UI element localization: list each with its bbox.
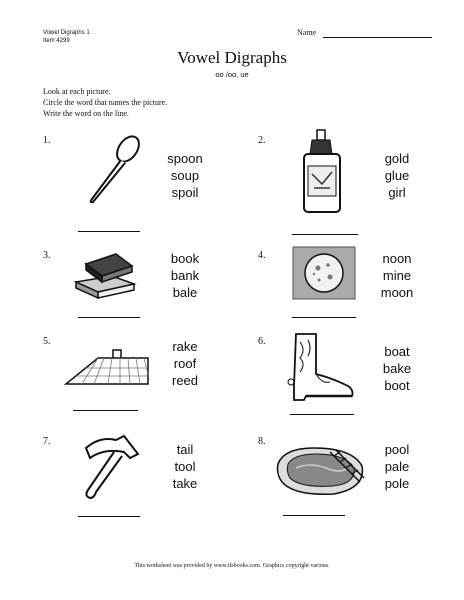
word-choice[interactable]: moon [380,285,414,300]
spoon-picture [89,135,140,204]
word-choice[interactable]: pole [384,476,410,491]
word-choice[interactable]: boot [384,378,410,393]
word-choices-5: rake roof reed [159,338,211,389]
word-choice[interactable]: tail [176,442,194,457]
instruction-line: Look at each picture. [43,87,111,96]
item-number-6: 6. [258,336,266,347]
word-choice[interactable]: pool [384,442,410,457]
word-choice[interactable]: gold [384,151,410,166]
word-choice[interactable]: pale [384,459,410,474]
instruction-line: Circle the word that names the picture. [43,98,168,107]
word-choice[interactable]: take [172,476,198,491]
boot-picture [287,333,354,401]
word-choice[interactable]: noon [382,251,412,266]
word-choice[interactable]: bale [172,285,198,300]
answer-line-1[interactable] [78,231,140,232]
item-number: Item 4299 [43,38,70,44]
moon-picture [292,246,356,300]
word-choice[interactable]: bake [382,361,412,376]
word-choices-2: gold glue girl [371,150,423,201]
worksheet-id: Vowel Digraphs 1 [43,30,90,36]
word-choice[interactable]: spoil [171,185,199,200]
word-choice[interactable]: reed [171,373,199,388]
word-choice[interactable]: roof [173,356,197,371]
word-choice[interactable]: bank [170,268,200,283]
word-choices-8: pool pale pole [371,441,423,492]
item-number-8: 8. [258,436,266,447]
word-choices-1: spoon soup spoil [159,150,211,201]
item-number-2: 2. [258,135,266,146]
word-choice[interactable]: tool [174,459,196,474]
hammer-tool-picture [84,434,140,500]
word-choices-3: book bank bale [159,250,211,301]
answer-line-5[interactable] [73,410,138,411]
pool-picture [276,447,365,495]
footer-credit: This worksheet was provided by www.tlsbo… [134,563,330,569]
instructions: Look at each picture. Circle the word th… [43,86,167,119]
word-choices-7: tail tool take [159,441,211,492]
item-number-7: 7. [43,436,51,447]
word-choice[interactable]: mine [382,268,412,283]
word-choices-4: noon mine moon [371,250,423,301]
word-choice[interactable]: soup [170,168,200,183]
glue-bottle-picture [303,129,341,213]
name-line[interactable] [323,37,432,38]
word-choice[interactable]: book [170,251,200,266]
books-picture [73,253,137,300]
word-choice[interactable]: girl [388,185,406,200]
name-label: Name [297,28,317,37]
word-choice[interactable]: glue [384,168,410,183]
answer-line-2[interactable] [292,234,358,235]
answer-line-3[interactable] [78,317,140,318]
item-number-1: 1. [43,135,51,146]
instruction-line: Write the word on the line. [43,109,129,118]
answer-line-7[interactable] [78,516,140,517]
word-choices-6: boat bake boot [371,343,423,394]
item-number-4: 4. [258,250,266,261]
page-subtitle: oo /oo, ue [215,70,249,79]
word-choice[interactable]: boat [384,344,410,359]
word-choice[interactable]: spoon [167,151,203,166]
word-choice[interactable]: rake [172,339,198,354]
page-title: Vowel Digraphs [177,48,287,67]
item-number-3: 3. [43,250,51,261]
answer-line-4[interactable] [292,317,356,318]
answer-line-8[interactable] [283,515,345,516]
answer-line-6[interactable] [290,414,354,415]
item-number-5: 5. [43,336,51,347]
roof-picture [64,349,149,385]
